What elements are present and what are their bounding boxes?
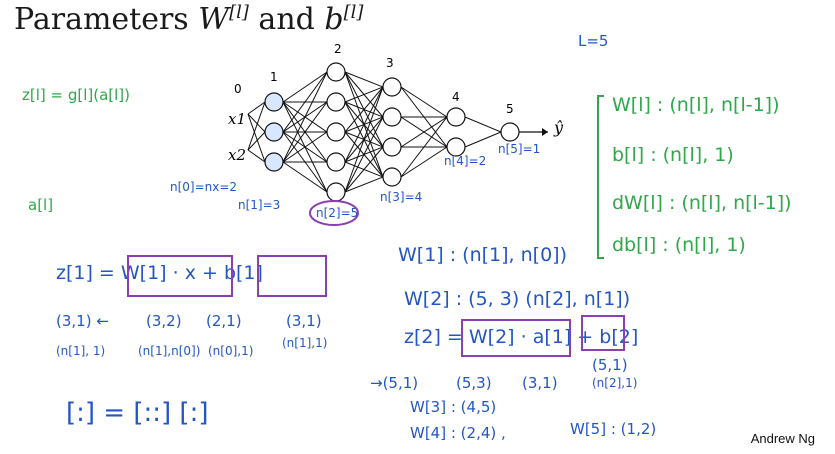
- layer-index-3: 3: [386, 56, 394, 70]
- box-b2: [581, 315, 625, 351]
- nn-node: [382, 77, 402, 97]
- nn-edge: [400, 146, 448, 178]
- dims-row2-2: (n[0],1): [208, 344, 254, 358]
- nn-node: [382, 167, 402, 187]
- output-label: ŷ: [554, 118, 564, 137]
- dims-row1-3: (3,1): [286, 312, 322, 330]
- nn-edge: [247, 101, 266, 115]
- dims-row2-1: (n[1],n[0]): [138, 344, 201, 358]
- title-sup-w: [l]: [229, 2, 249, 23]
- nn-edge: [282, 71, 328, 103]
- nn-edge: [344, 146, 384, 193]
- nn-edge: [247, 149, 266, 163]
- nn-edge: [247, 113, 266, 163]
- dims-row2-0: (n[1], 1): [56, 344, 106, 358]
- n0-annotation: n[0]=nx=2: [170, 180, 238, 194]
- layer-index-5: 5: [506, 102, 514, 116]
- dims2-0: →(5,1): [370, 374, 419, 392]
- nn-edge: [247, 113, 266, 133]
- title-w: W: [198, 2, 230, 37]
- nn-edge: [400, 116, 448, 178]
- nn-edge: [282, 71, 328, 163]
- dims-row1-1: (3,2): [146, 312, 182, 330]
- dims-row1-0: (3,1) ←: [56, 312, 109, 330]
- nn-edge: [344, 86, 384, 193]
- layer-index-1: 1: [270, 70, 278, 84]
- w5-shape: W[5] : (1,2): [570, 420, 657, 438]
- rule-W: W[l] : (n[l], n[l-1]): [612, 94, 780, 116]
- dims-row1-2: (2,1): [206, 312, 242, 330]
- green-a: a[l]: [28, 196, 54, 214]
- dims2-2: (3,1): [522, 374, 558, 392]
- nn-edge: [344, 176, 384, 193]
- nn-edge: [344, 86, 384, 103]
- author-credit: Andrew Ng: [750, 431, 815, 446]
- nn-node: [264, 122, 284, 142]
- layer-index-2: 2: [334, 42, 342, 56]
- nn-node: [446, 107, 466, 127]
- rule-b: b[l] : (n[l], 1): [612, 144, 734, 166]
- w3-shape: W[3] : (4,5): [410, 398, 497, 416]
- nn-node: [382, 107, 402, 127]
- nn-node: [446, 137, 466, 157]
- circle-n2: [309, 200, 359, 226]
- nn-edge: [400, 86, 448, 118]
- n3-annotation: n[3]=4: [380, 190, 423, 204]
- title-sup-b: [l]: [343, 2, 364, 23]
- nn-edge: [247, 101, 266, 151]
- nn-edge: [282, 101, 328, 163]
- nn-edge: [344, 86, 384, 163]
- rule-db: db[l] : (n[l], 1): [612, 234, 746, 256]
- w4-shape: W[4] : (2,4) ,: [410, 424, 506, 442]
- box-w1x: [127, 255, 233, 297]
- title-b: b: [324, 2, 344, 37]
- nn-edge: [344, 71, 384, 88]
- dims2-1: (5,3): [456, 374, 492, 392]
- title-prefix: Parameters: [14, 2, 199, 37]
- nn-node: [382, 137, 402, 157]
- nn-edge: [400, 116, 448, 148]
- nn-edge: [282, 71, 328, 133]
- n1-annotation: n[1]=3: [238, 198, 281, 212]
- input-label-x2: x2: [228, 146, 247, 164]
- n2-annotation: n[2]=5: [316, 206, 359, 220]
- w1-shape: W[1] : (n[1], n[0]): [398, 244, 567, 266]
- nn-node: [326, 152, 346, 172]
- nn-node: [264, 92, 284, 112]
- dims2-3: (5,1): [592, 356, 628, 374]
- L-annotation: L=5: [578, 32, 609, 50]
- nn-edge: [247, 131, 266, 151]
- nn-edge: [344, 116, 384, 193]
- input-label-x1: x1: [228, 110, 247, 128]
- layer-index-4: 4: [452, 90, 460, 104]
- eq-z1: z[1] = W[1] · x + b[1]: [56, 262, 263, 284]
- nn-node: [326, 122, 346, 142]
- nn-edge: [464, 116, 502, 133]
- slide-title: Parameters W[l] and b[l]: [14, 2, 363, 37]
- rule-dW: dW[l] : (n[l], n[l-1]): [612, 192, 792, 214]
- box-b1: [257, 255, 327, 297]
- nn-edge: [282, 131, 328, 163]
- nn-node: [326, 92, 346, 112]
- nn-node: [264, 152, 284, 172]
- n5-annotation: n[5]=1: [498, 142, 541, 156]
- matrix-eq: [:] = [::] [:]: [66, 398, 209, 428]
- box-w2a1: [461, 319, 571, 357]
- green-z-eq: z[l] = g[l](a[l]): [22, 86, 131, 104]
- title-mid: and: [248, 2, 325, 37]
- w2-shape: W[2] : (5, 3) (n[2], n[1]): [404, 288, 631, 310]
- green-bracket: [597, 95, 604, 259]
- n4-annotation: n[4]=2: [444, 154, 487, 168]
- nn-edge: [282, 161, 328, 193]
- dims-row2-3: (n[1],1): [282, 336, 328, 350]
- output-arrowhead: [542, 128, 548, 136]
- nn-node: [326, 62, 346, 82]
- dims2-n: (n[2],1): [592, 376, 638, 390]
- layer-index-0: 0: [234, 82, 242, 96]
- nn-edge: [464, 131, 502, 148]
- nn-edge: [344, 86, 384, 133]
